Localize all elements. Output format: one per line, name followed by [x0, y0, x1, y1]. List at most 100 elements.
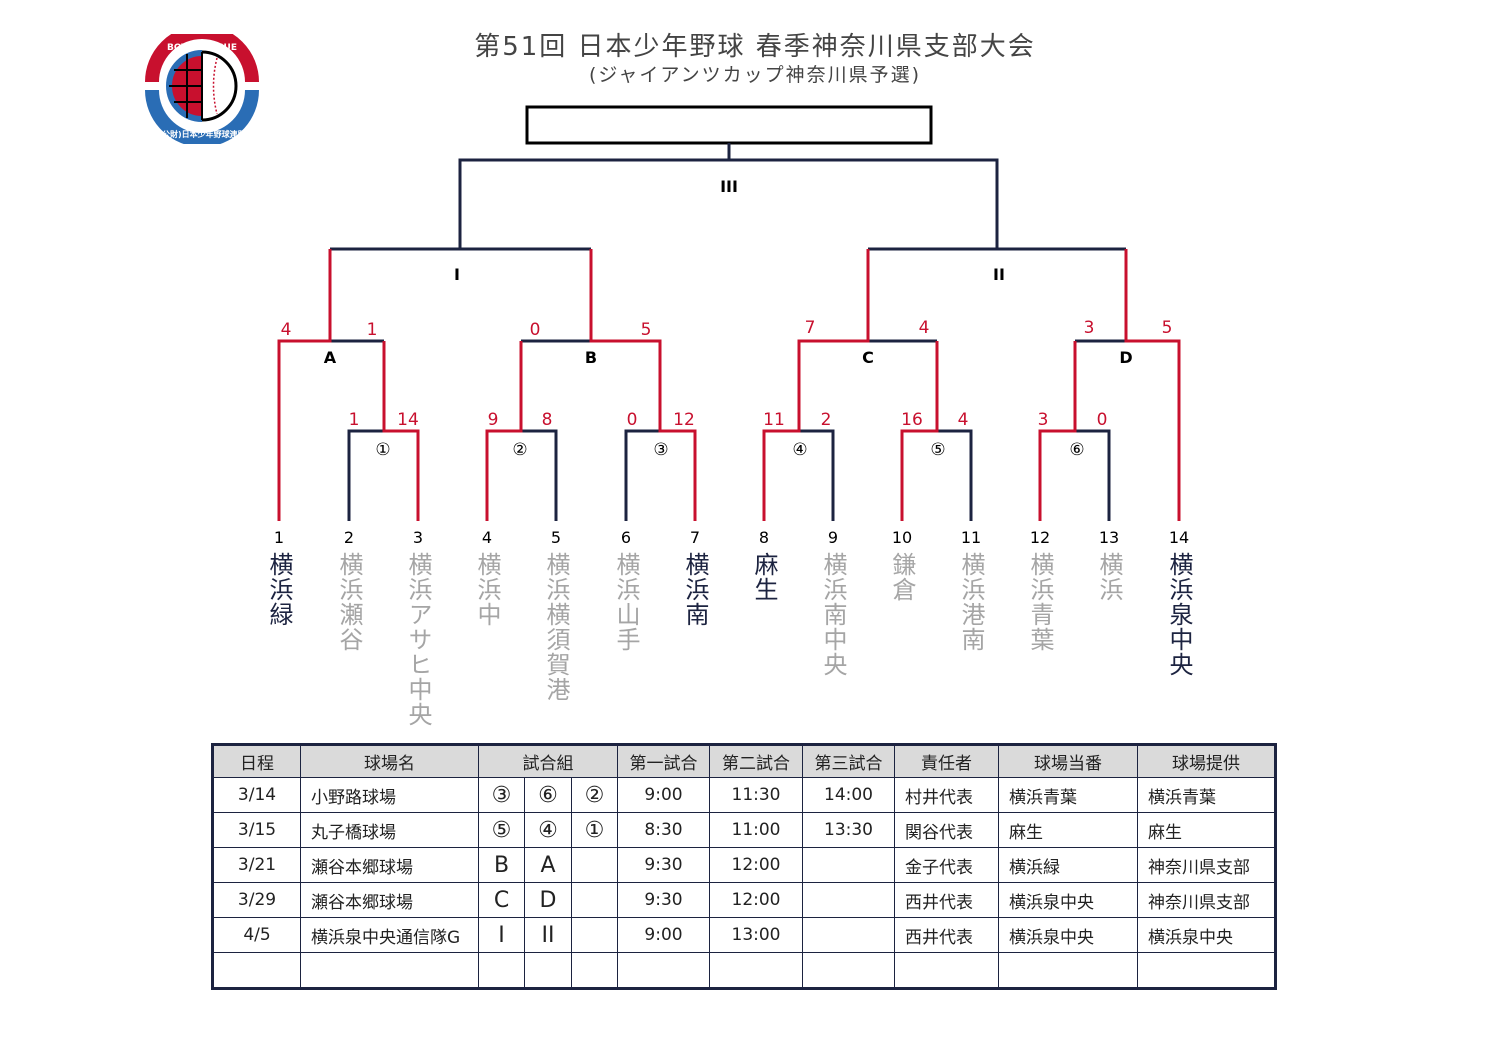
- header-date: 日程: [212, 744, 301, 778]
- match-III-label: III: [720, 177, 738, 196]
- game-cell: ②: [571, 777, 618, 813]
- time1-cell: 9:00: [617, 777, 710, 813]
- game-cell: [571, 882, 618, 918]
- venue-cell: 小野路球場: [300, 777, 479, 813]
- game-cell: ③: [478, 777, 525, 813]
- header-manager: 責任者: [894, 744, 999, 778]
- empty-cell: [894, 952, 999, 989]
- champion-box: [525, 105, 933, 145]
- team-name: 横浜横須賀港: [542, 552, 570, 702]
- team-number: 5: [551, 528, 561, 547]
- team-number: 1: [274, 528, 284, 547]
- duty-cell: 横浜泉中央: [998, 882, 1138, 918]
- schedule-header-row: 日程 球場名 試合組 第一試合 第二試合 第三試合 責任者 球場当番 球場提供: [212, 744, 1276, 778]
- header-games: 試合組: [478, 744, 618, 778]
- match-A-score-right: 1: [367, 320, 378, 340]
- match-3-score-left: 0: [627, 410, 638, 430]
- match-2-score-left: 9: [488, 410, 499, 430]
- venue-cell: 丸子橋球場: [300, 812, 479, 848]
- team-number: 11: [961, 528, 981, 547]
- venue-cell: 横浜泉中央通信隊G: [300, 917, 479, 953]
- provider-cell: 横浜泉中央: [1137, 917, 1276, 953]
- provider-cell: 神奈川県支部: [1137, 882, 1276, 918]
- empty-cell: [571, 952, 618, 989]
- match-1-label: ①: [375, 440, 390, 460]
- winner-lines: [277, 249, 1181, 521]
- time2-cell: 13:00: [709, 917, 803, 953]
- game-cell: [571, 917, 618, 953]
- time2-cell: 12:00: [709, 882, 803, 918]
- empty-cell: [300, 952, 479, 989]
- schedule-empty-row: [212, 952, 1276, 989]
- date-cell: 3/15: [212, 812, 301, 848]
- match-II-label: II: [993, 265, 1005, 284]
- game-cell: ①: [571, 812, 618, 848]
- match-A-label: A: [324, 348, 337, 367]
- team-name: 横浜泉中央: [1165, 552, 1193, 677]
- date-cell: 3/29: [212, 882, 301, 918]
- empty-cell: [998, 952, 1138, 989]
- match-D-score-left: 3: [1084, 318, 1095, 338]
- empty-cell: [617, 952, 710, 989]
- game-cell: C: [478, 882, 525, 918]
- header-provider: 球場提供: [1137, 744, 1276, 778]
- match-6-score-left: 3: [1038, 410, 1049, 430]
- manager-cell: 関谷代表: [894, 812, 999, 848]
- team-name: 横浜青葉: [1026, 552, 1054, 652]
- game-cell: B: [478, 847, 525, 883]
- header-game2: 第二試合: [709, 744, 803, 778]
- tournament-bracket: III I II A 4 1 B 0 5 C 7 4 D 3 5 ① 1 14 …: [274, 105, 1189, 547]
- empty-cell: [802, 952, 895, 989]
- time2-cell: 11:30: [709, 777, 803, 813]
- duty-cell: 横浜青葉: [998, 777, 1138, 813]
- schedule-table: 日程 球場名 試合組 第一試合 第二試合 第三試合 責任者 球場当番 球場提供 …: [211, 743, 1277, 990]
- team-name: 麻生: [750, 552, 778, 602]
- team-name: 横浜アサヒ中央: [404, 552, 432, 727]
- venue-cell: 瀬谷本郷球場: [300, 882, 479, 918]
- manager-cell: 金子代表: [894, 847, 999, 883]
- header-game1: 第一試合: [617, 744, 710, 778]
- team-name: 横浜南: [681, 552, 709, 627]
- provider-cell: 横浜青葉: [1137, 777, 1276, 813]
- match-A-score-left: 4: [281, 320, 292, 340]
- manager-cell: 西井代表: [894, 917, 999, 953]
- team-number: 4: [482, 528, 492, 547]
- game-cell: D: [524, 882, 572, 918]
- duty-cell: 横浜泉中央: [998, 917, 1138, 953]
- time3-cell: 13:30: [802, 812, 895, 848]
- team-name: 横浜緑: [265, 552, 293, 627]
- match-5-label: ⑤: [930, 440, 945, 460]
- team-number: 9: [828, 528, 838, 547]
- game-cell: II: [524, 917, 572, 953]
- team-number: 12: [1030, 528, 1050, 547]
- team-name: 横浜: [1095, 552, 1123, 602]
- date-cell: 3/14: [212, 777, 301, 813]
- empty-cell: [709, 952, 803, 989]
- match-C-score-left: 7: [805, 318, 816, 338]
- team-name: 横浜中: [473, 552, 501, 627]
- game-cell: ⑤: [478, 812, 525, 848]
- game-cell: ④: [524, 812, 572, 848]
- match-D-score-right: 5: [1162, 318, 1173, 338]
- page-title: 第51回 日本少年野球 春季神奈川県支部大会: [474, 32, 1036, 62]
- team-name: 横浜瀬谷: [335, 552, 363, 652]
- match-6-label: ⑥: [1069, 440, 1084, 460]
- time1-cell: 9:00: [617, 917, 710, 953]
- match-5-score-left: 16: [901, 410, 923, 430]
- time3-cell: [802, 882, 895, 918]
- duty-cell: 横浜緑: [998, 847, 1138, 883]
- provider-cell: 神奈川県支部: [1137, 847, 1276, 883]
- match-B-score-right: 5: [641, 320, 652, 340]
- game-cell: I: [478, 917, 525, 953]
- time1-cell: 9:30: [617, 882, 710, 918]
- provider-cell: 麻生: [1137, 812, 1276, 848]
- match-B-label: B: [585, 348, 597, 367]
- team-name: 鎌倉: [888, 552, 916, 602]
- header-duty: 球場当番: [998, 744, 1138, 778]
